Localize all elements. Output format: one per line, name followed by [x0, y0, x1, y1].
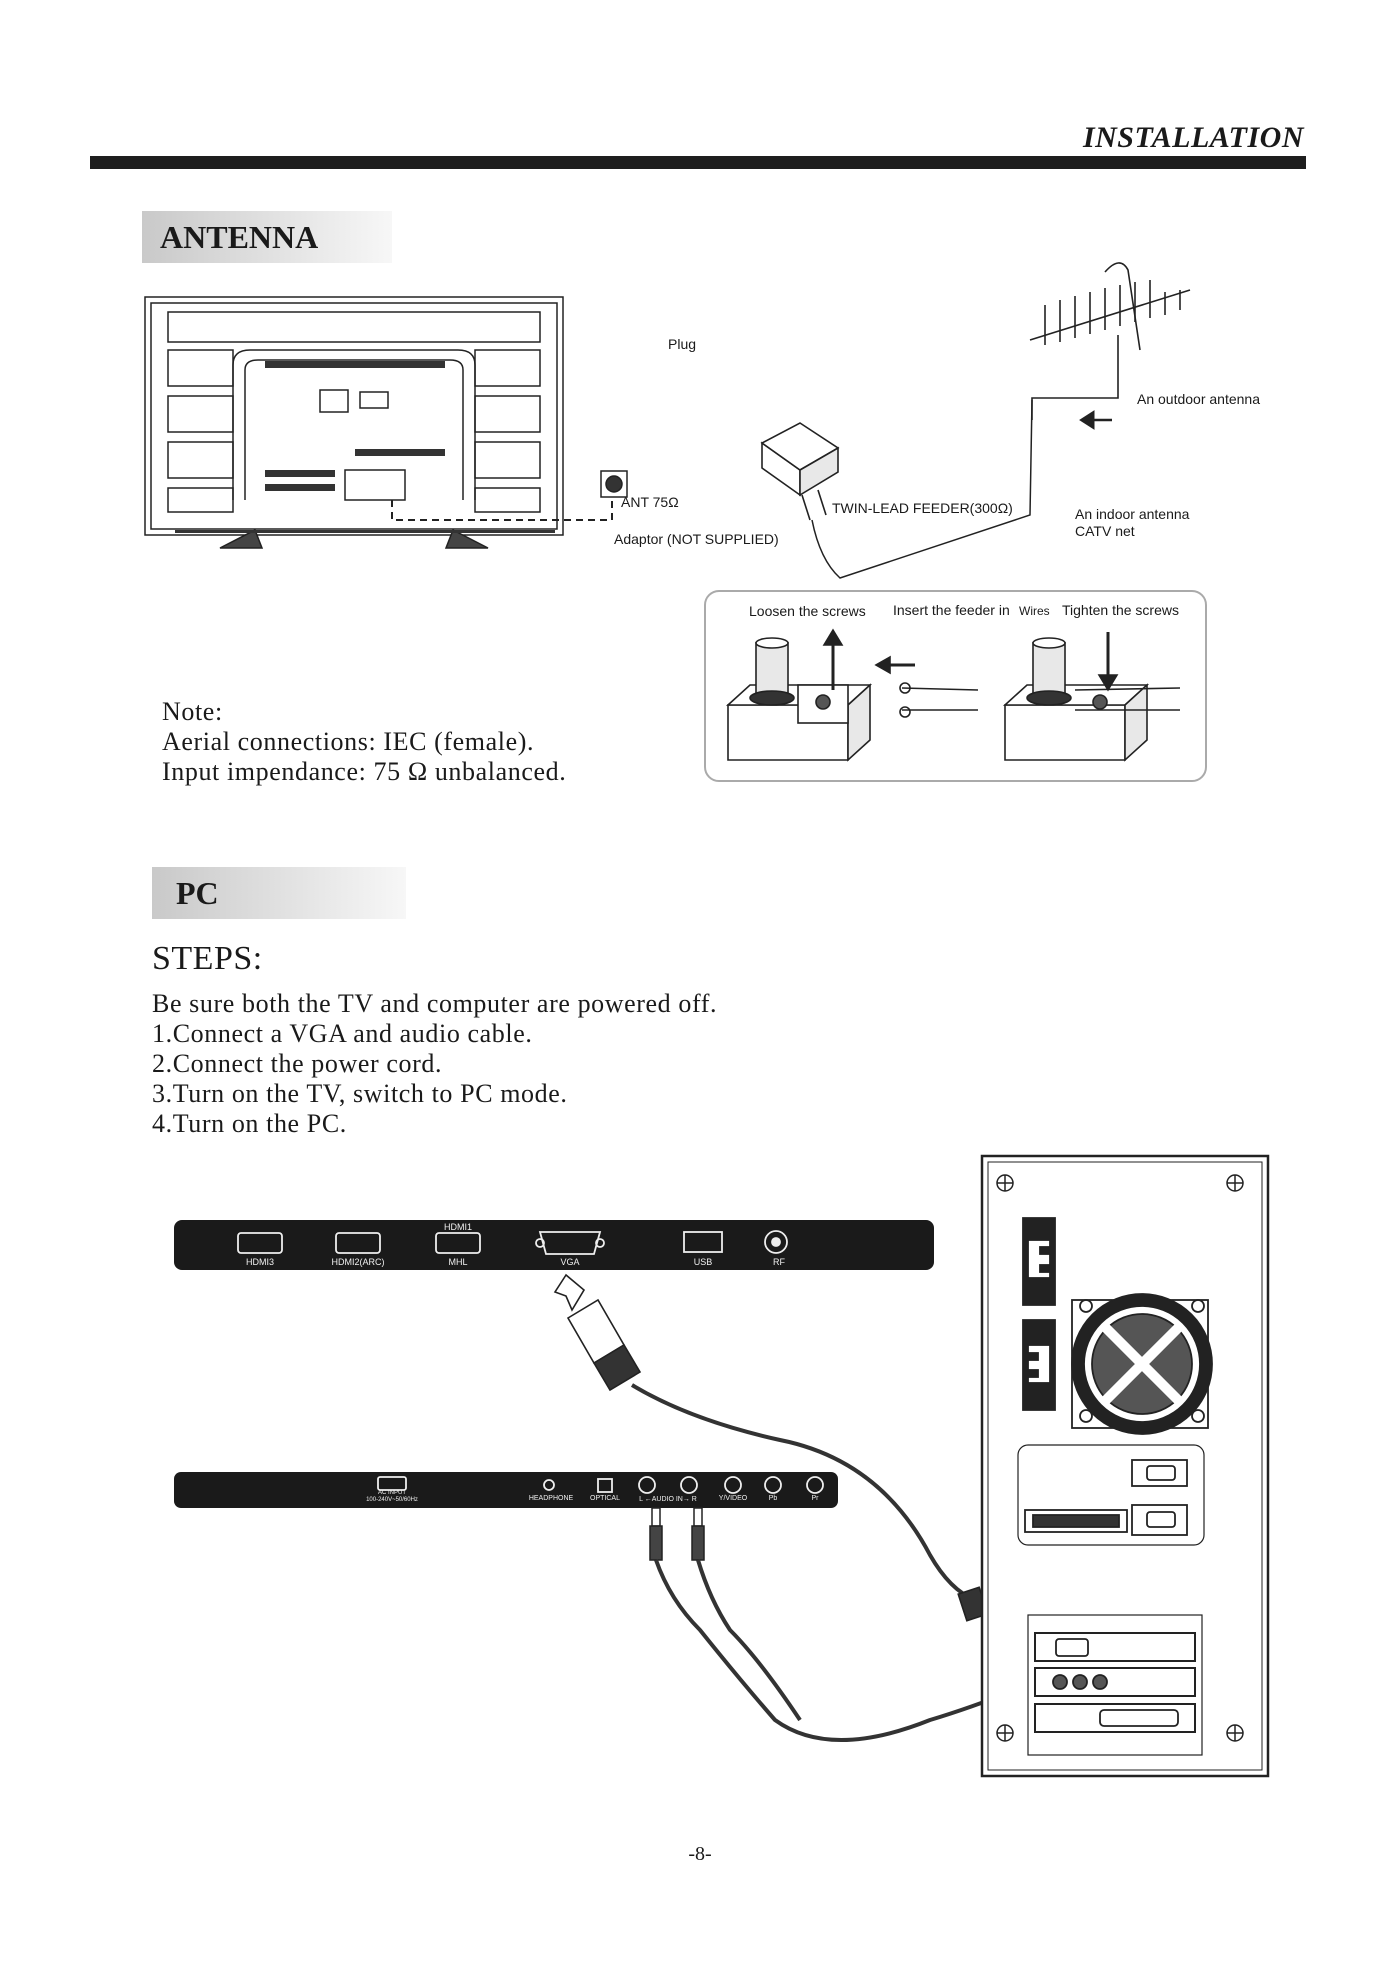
audio-in-label: L ←AUDIO IN→ R — [639, 1496, 697, 1503]
ant-socket — [600, 470, 628, 498]
ant-label: ANT 75Ω — [621, 494, 679, 510]
hdmi3-port-icon — [237, 1232, 283, 1254]
pb-port-icon — [764, 1476, 782, 1494]
tighten-screws-label: Tighten the screws — [1062, 602, 1179, 618]
outdoor-antenna-label: An outdoor antenna — [1137, 391, 1260, 407]
insert-feeder-label: Insert the feeder in — [893, 602, 1010, 618]
audio-r-port-icon — [680, 1476, 698, 1494]
hdmi3-label: HDMI3 — [245, 1257, 275, 1267]
note-line-impedance: Input impendance: 75 Ω unbalanced. — [162, 757, 567, 786]
pc-cables — [630, 1383, 1041, 1742]
optical-port-icon — [597, 1478, 613, 1493]
step-1: 1.Connect a VGA and audio cable. — [152, 1019, 533, 1048]
hdmi1-port-icon — [435, 1232, 481, 1254]
rf-port-icon — [764, 1230, 788, 1254]
pr-label: Pr — [811, 1495, 819, 1502]
feeder-steps-panel — [704, 590, 1207, 782]
page-header-title: INSTALLATION — [1082, 121, 1304, 154]
indoor-antenna-label: An indoor antenna — [1075, 506, 1190, 522]
usb-label: USB — [693, 1257, 713, 1267]
step-3: 3.Turn on the TV, switch to PC mode. — [152, 1079, 568, 1108]
note-line-aerial: Aerial connections: IEC (female). — [162, 727, 535, 756]
ac-input-label: AC INPUT — [377, 1490, 407, 1496]
mhl-label: MHL — [448, 1257, 468, 1267]
step-2: 2.Connect the power cord. — [152, 1049, 443, 1078]
vga-label: VGA — [560, 1257, 580, 1267]
headphone-port-icon — [543, 1479, 555, 1491]
yvideo-label: Y/VIDEO — [718, 1495, 748, 1502]
step-4: 4.Turn on the PC. — [152, 1109, 347, 1138]
terminal-block-tighten — [1002, 632, 1181, 762]
ac-input-port-icon — [377, 1476, 407, 1491]
vga-port-icon — [538, 1231, 602, 1255]
twin-lead-feeder-line — [811, 399, 1033, 579]
note-heading: Note: — [162, 697, 223, 726]
tv-back-port-strips — [175, 361, 555, 533]
loosen-screws-label: Loosen the screws — [749, 603, 866, 619]
tv-back-illustration — [144, 296, 564, 549]
step-intro: Be sure both the TV and computer are pow… — [152, 989, 718, 1018]
pb-label: Pb — [768, 1495, 778, 1502]
page-number: -8- — [688, 1843, 712, 1865]
rf-label: RF — [773, 1257, 785, 1267]
hdmi1-label: HDMI1 — [443, 1222, 473, 1232]
hdmi2-port-icon — [335, 1232, 381, 1254]
feeder-wire-insert — [874, 655, 979, 718]
antenna-note: Note: Aerial connections: IEC (female). … — [162, 697, 566, 787]
plug-label: Plug — [668, 336, 697, 352]
outdoor-antenna-icon — [1029, 262, 1191, 420]
plug-adaptor — [760, 422, 840, 521]
hdmi2-label: HDMI2(ARC) — [331, 1257, 385, 1267]
tv-bottom-port-panel — [174, 1472, 838, 1508]
pr-port-icon — [806, 1476, 824, 1494]
catv-net-label: CATV net — [1075, 523, 1135, 539]
audio-plugs-icon — [649, 1507, 705, 1561]
optical-label: OPTICAL — [590, 1495, 620, 1502]
steps-title: STEPS: — [152, 940, 263, 977]
tv-top-ports — [237, 1230, 788, 1255]
tv-top-port-panel — [174, 1220, 934, 1270]
terminal-block-loosen — [725, 628, 873, 762]
pc-tower-illustration — [980, 1154, 1270, 1778]
tv-to-antenna-dashed-line — [391, 472, 613, 521]
wires-label: Wires — [1019, 604, 1050, 618]
antenna-section-title: ANTENNA — [142, 211, 392, 263]
tv-bottom-ports — [377, 1476, 824, 1494]
pc-section-title: PC — [152, 867, 406, 919]
audio-l-port-icon — [638, 1476, 656, 1494]
adaptor-label: Adaptor (NOT SUPPLIED) — [614, 531, 779, 547]
ac-input-voltage-label: 100-240V~50/60Hz — [366, 1497, 418, 1503]
usb-port-icon — [683, 1231, 723, 1253]
steps-list: Be sure both the TV and computer are pow… — [152, 989, 717, 1139]
yvideo-port-icon — [724, 1476, 742, 1494]
vga-plug-icon — [553, 1273, 642, 1392]
header-rule — [90, 156, 1306, 169]
headphone-label: HEADPHONE — [528, 1495, 574, 1502]
twin-lead-feeder-label: TWIN-LEAD FEEDER(300Ω) — [832, 500, 1013, 516]
outdoor-arrow-icon — [1079, 410, 1112, 430]
